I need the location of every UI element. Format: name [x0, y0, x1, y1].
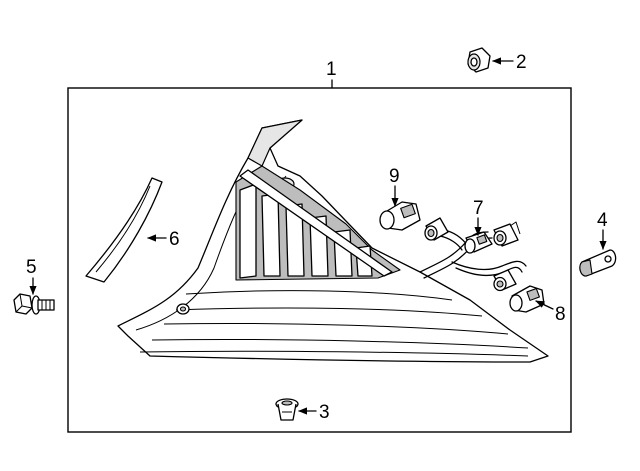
grommet-part-2[interactable] — [467, 47, 491, 73]
callout-8: 8 — [555, 304, 566, 325]
assembly-frame — [67, 87, 572, 433]
bolt-part-5[interactable] — [13, 293, 55, 315]
reflector-strip-part-6[interactable] — [85, 177, 163, 283]
harness-socket-left — [424, 217, 449, 241]
clip-part-3[interactable] — [275, 398, 299, 421]
harness-socket-right — [493, 221, 521, 247]
tail-lamp-assembly[interactable] — [117, 119, 549, 363]
callout-7: 7 — [473, 198, 484, 219]
callout-2: 2 — [516, 52, 527, 73]
callout-labels: 1 2 3 4 5 6 7 8 9 — [26, 52, 608, 423]
bulb-part-8[interactable] — [509, 285, 545, 313]
harness-socket-lower — [493, 269, 517, 292]
callout-6: 6 — [169, 229, 180, 250]
callout-1: 1 — [326, 59, 337, 80]
callout-3: 3 — [319, 402, 330, 423]
bulb-part-9[interactable] — [379, 201, 421, 231]
marker-lamp-part-4[interactable] — [579, 249, 617, 277]
callout-5: 5 — [26, 257, 37, 278]
callout-4: 4 — [597, 210, 608, 231]
wiring-harness[interactable] — [419, 217, 527, 292]
callout-9: 9 — [389, 166, 400, 187]
leader-lines — [29, 57, 607, 415]
